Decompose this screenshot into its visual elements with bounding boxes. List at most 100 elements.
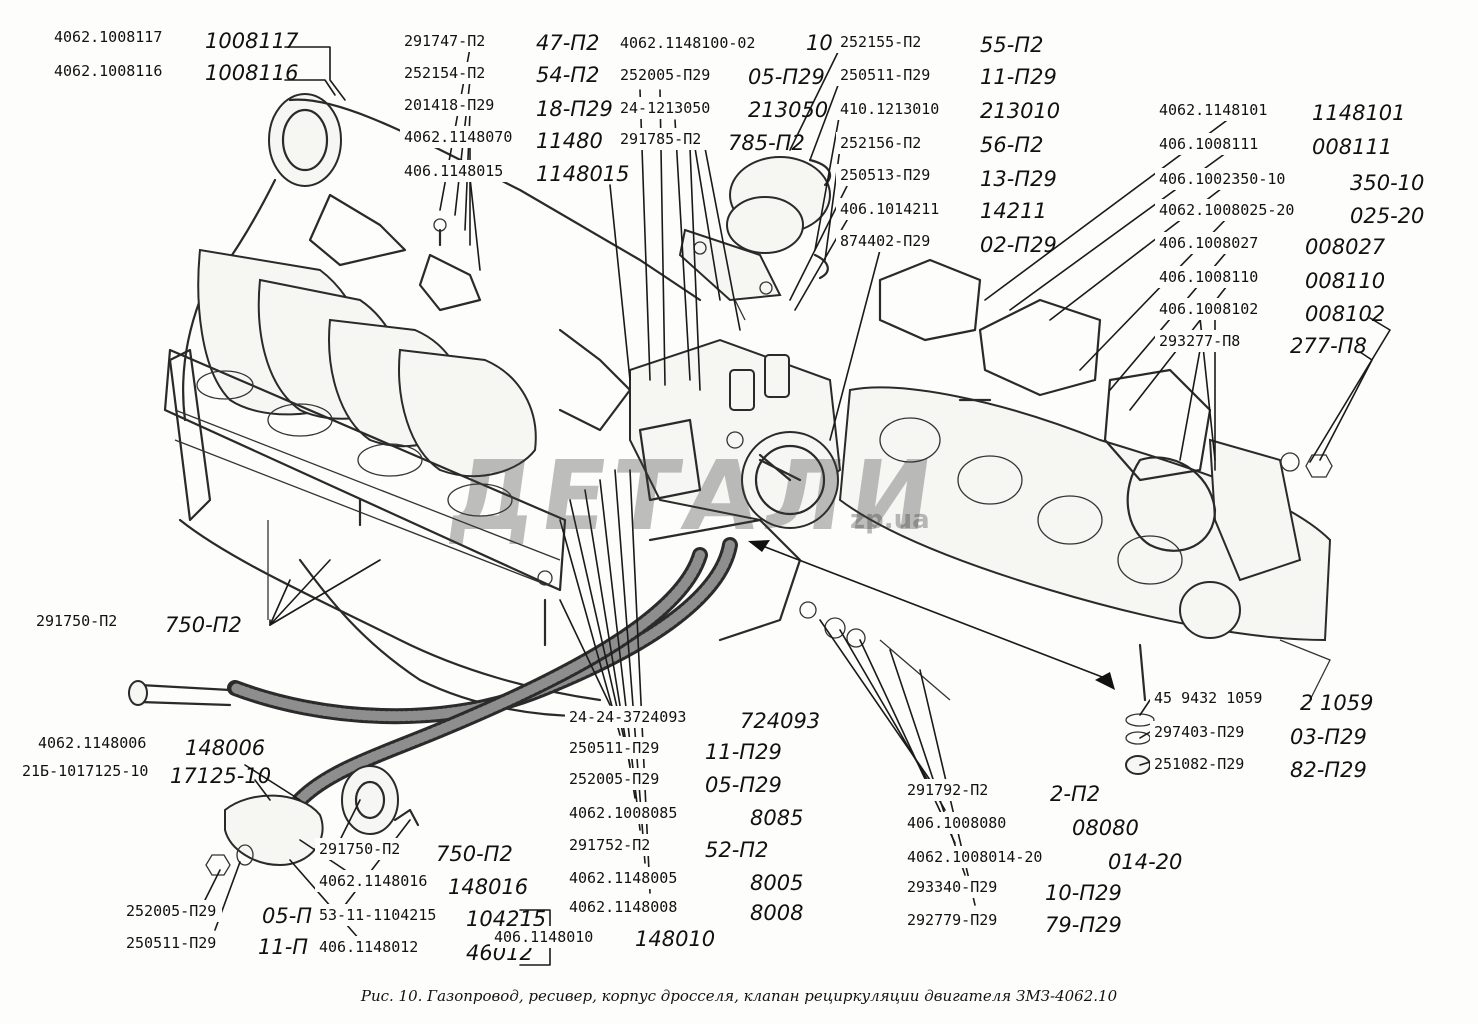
ghost-label: 213010 (980, 99, 1061, 123)
ghost-label: 148006 (185, 736, 266, 760)
ghost-label: 05-П (262, 904, 313, 928)
part-label: 4062.1148070 (400, 126, 519, 148)
ghost-label: 213050 (748, 98, 829, 122)
part-label: 293340-П29 (903, 876, 1004, 898)
ghost-label: 785-П2 (728, 131, 805, 155)
part-label: 4062.1008116 (50, 60, 169, 82)
part-label: 410.1213010 (836, 98, 946, 120)
ghost-label: 750-П2 (165, 613, 242, 637)
ghost-label: 47-П2 (536, 31, 600, 55)
part-label: 4062.1008025-20 (1155, 199, 1301, 221)
part-label: 252156-П2 (836, 132, 928, 154)
ghost-label: 54-П2 (536, 63, 600, 87)
receiver-gasket (163, 348, 567, 592)
part-label: 291752-П2 (565, 834, 657, 856)
part-label: 406.1002350-10 (1155, 168, 1292, 190)
part-label: 874402-П29 (836, 230, 937, 252)
part-label: 250511-П29 (565, 737, 666, 759)
part-label: 252005-П29 (122, 900, 223, 922)
ghost-label: 02-П29 (980, 233, 1057, 257)
part-label: 406.1008027 (1155, 232, 1265, 254)
ghost-label: 277-П8 (1290, 334, 1367, 358)
ghost-label: 18-П29 (536, 97, 613, 121)
part-label: 4062.1148016 (315, 870, 434, 892)
part-label: 252005-П29 (565, 768, 666, 790)
coolant-hoses (128, 537, 738, 808)
ghost-label: 724093 (740, 709, 821, 733)
ghost-label: 03-П29 (1290, 725, 1367, 749)
ghost-label: 148016 (448, 875, 529, 899)
part-label: 4062.1148005 (565, 867, 684, 889)
part-label: 406.1008110 (1155, 266, 1265, 288)
part-label: 201418-П29 (400, 94, 501, 116)
ghost-label: 14211 (980, 199, 1047, 223)
part-label: 4062.1148100-02 (616, 32, 762, 54)
part-label: 297403-П29 (1150, 721, 1251, 743)
part-label: 291747-П2 (400, 30, 492, 52)
part-label: 250511-П29 (122, 932, 223, 954)
part-label: 406.1008111 (1155, 133, 1265, 155)
ghost-label: 56-П2 (980, 133, 1044, 157)
part-label: 406.1008102 (1155, 298, 1265, 320)
ghost-label: 11-П (258, 935, 309, 959)
part-label: 251082-П29 (1150, 753, 1251, 775)
part-label: 21Б-1017125-10 (18, 760, 155, 782)
part-label: 291785-П2 (616, 128, 708, 150)
part-label: 252005-П29 (616, 64, 717, 86)
ghost-label: 11-П29 (980, 65, 1057, 89)
part-label: 252154-П2 (400, 62, 492, 84)
part-label: 250511-П29 (836, 64, 937, 86)
ghost-label: 10 (806, 31, 833, 55)
ghost-label: 52-П2 (705, 838, 769, 862)
ghost-label: 79-П29 (1045, 913, 1122, 937)
part-label: 406.1148012 (315, 936, 425, 958)
ghost-label: 8005 (750, 871, 804, 895)
ghost-label: 008027 (1305, 235, 1386, 259)
part-label: 4062.1008085 (565, 802, 684, 824)
ghost-label: 1148101 (1312, 101, 1406, 125)
ghost-label: 1008117 (205, 29, 299, 53)
part-label: 45 9432 1059 (1150, 687, 1269, 709)
ghost-label: 008111 (1312, 135, 1393, 159)
part-label: 4062.1148101 (1155, 99, 1274, 121)
part-label: 406.1148015 (400, 160, 510, 182)
part-label: 292779-П29 (903, 909, 1004, 931)
part-label: 291750-П2 (315, 838, 407, 860)
ghost-label: 008110 (1305, 269, 1386, 293)
part-label: 406.1014211 (836, 198, 946, 220)
ghost-label: 82-П29 (1290, 758, 1367, 782)
throttle-body (629, 338, 842, 529)
part-label: 24-1213050 (616, 97, 717, 119)
ghost-label: 10-П29 (1045, 881, 1122, 905)
part-label: 53-11-1104215 (315, 904, 443, 926)
ghost-label: 17125-10 (170, 764, 272, 788)
ghost-label: 05-П29 (705, 773, 782, 797)
ghost-label: 55-П2 (980, 33, 1044, 57)
ghost-label: 11-П29 (705, 740, 782, 764)
ghost-label: 05-П29 (748, 65, 825, 89)
exhaust-manifold (838, 258, 1333, 701)
watermark: ДЕТАЛИ (442, 440, 945, 552)
part-label: 4062.1008117 (50, 26, 169, 48)
part-label: 24-24-3724093 (565, 706, 693, 728)
outlet-flange (205, 765, 420, 876)
part-label: 4062.1148008 (565, 896, 684, 918)
ghost-label: 1008116 (205, 61, 299, 85)
ghost-label: 08080 (1072, 816, 1139, 840)
ghost-label: 1148015 (536, 162, 630, 186)
part-label: 4062.1008014-20 (903, 846, 1049, 868)
ghost-label: 8085 (750, 806, 804, 830)
ghost-label: 025-20 (1350, 204, 1425, 228)
part-label: 406.1148010 (490, 926, 600, 948)
assembly-arrow (748, 540, 1115, 690)
ghost-label: 13-П29 (980, 167, 1057, 191)
ghost-label: 104215 (466, 907, 547, 931)
egr-valve (678, 156, 832, 321)
ghost-label: 8008 (750, 901, 804, 925)
part-label: 291792-П2 (903, 779, 995, 801)
ghost-label: 148010 (635, 927, 716, 951)
part-label: 250513-П29 (836, 164, 937, 186)
part-label: 291750-П2 (32, 610, 124, 632)
part-label: 293277-П8 (1155, 330, 1247, 352)
ghost-label: 2-П2 (1050, 782, 1101, 806)
